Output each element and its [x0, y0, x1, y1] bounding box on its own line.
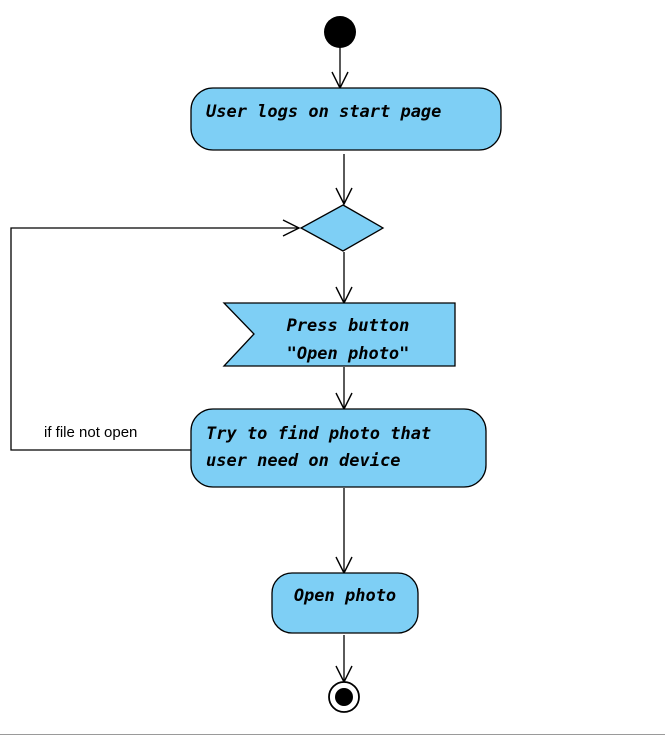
action-find-photo: Try to find photo that user need on devi…: [190, 408, 487, 488]
action-user-logs-on: User logs on start page: [190, 87, 502, 151]
action-user-logs-on-label: User logs on start page: [206, 102, 441, 122]
find-photo-label-line-1: Try to find photo that: [206, 424, 431, 444]
press-button-label-line-1: Press button: [287, 316, 410, 336]
guard-if-file-not-open: if file not open: [44, 424, 137, 441]
find-photo-label-line-2: user need on device: [206, 451, 400, 471]
open-photo-label: Open photo: [294, 586, 396, 606]
edges: [10, 47, 353, 684]
final-node: [328, 681, 360, 713]
decision-node: [299, 204, 385, 252]
action-open-photo: Open photo: [271, 572, 419, 634]
edge-find-to-decision-loop: [10, 219, 301, 451]
send-signal-press-button: Press button "Open photo": [222, 302, 456, 367]
bottom-border: [0, 734, 665, 735]
press-button-label-line-2: "Open photo": [287, 344, 410, 364]
initial-node: [324, 16, 356, 48]
